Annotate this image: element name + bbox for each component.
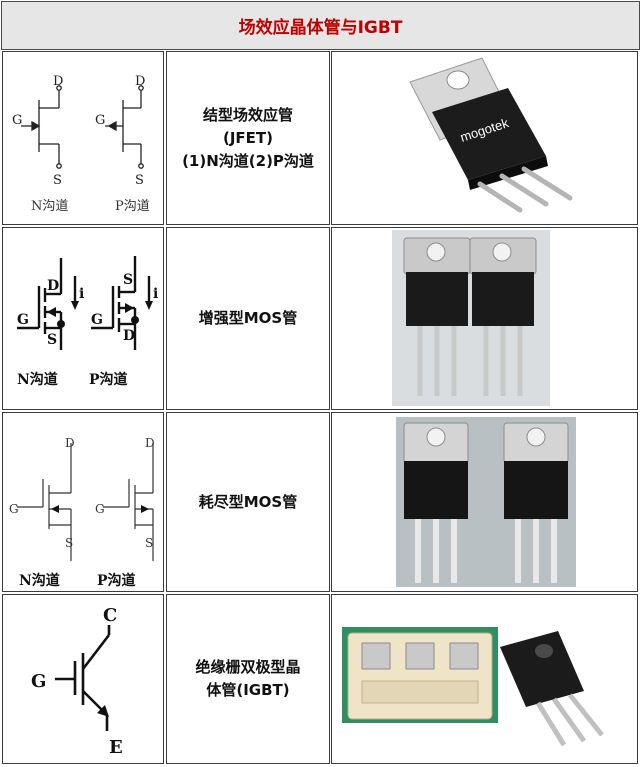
- to220-component-photo: mogotek: [409, 57, 573, 213]
- component-name-line: (1)N沟道(2)P沟道: [182, 151, 314, 170]
- depletion-mos-photo-cell: [331, 412, 638, 592]
- component-name-line: (JFET): [222, 128, 274, 147]
- pin-label-g: G: [31, 671, 46, 692]
- depletion-mos-name-cell: 耗尽型MOS管: [166, 412, 330, 592]
- pin-label-g: G: [95, 502, 105, 516]
- pin-label-d: D: [65, 436, 75, 450]
- igbt-symbol-cell: C G E: [2, 594, 164, 764]
- pin-label-s: S: [47, 332, 57, 348]
- depletion-mos-symbol-cell: D G S D G S N沟道 P沟道: [2, 412, 164, 592]
- n-channel-label: N沟道: [19, 572, 60, 589]
- igbt-photo-cell: [331, 594, 638, 764]
- pin-label-e: E: [109, 737, 123, 758]
- n-channel-label: N沟道: [31, 199, 68, 214]
- jfet-name-cell: 结型场效应管 (JFET) (1)N沟道(2)P沟道: [166, 51, 330, 225]
- pin-label-d: D: [145, 436, 155, 450]
- pin-label-s: S: [53, 173, 62, 188]
- current-label-i: i: [153, 286, 158, 302]
- pin-label-s: S: [135, 173, 144, 188]
- to220-pair-photo: [392, 230, 550, 406]
- jfet-symbol-cell: D G S D G S N沟道 P沟道: [2, 51, 164, 225]
- component-name-line: 绝缘栅双极型晶: [195, 658, 301, 676]
- component-name-line: 耗尽型MOS管: [198, 492, 298, 511]
- pin-label-s: S: [123, 272, 133, 288]
- depletion-mos-symbol-diagram: D G S D G S N沟道 P沟道: [9, 436, 155, 589]
- pin-label-s: S: [65, 536, 73, 550]
- jfet-photo-cell: mogotek: [331, 51, 638, 225]
- pin-label-d: D: [47, 278, 59, 294]
- p-channel-label: P沟道: [115, 199, 150, 214]
- current-label-i: i: [79, 286, 84, 302]
- enhancement-mos-name-cell: 增强型MOS管: [166, 227, 330, 410]
- pin-label-g: G: [95, 113, 105, 128]
- pin-label-d: D: [123, 328, 135, 344]
- enhancement-mos-symbol-cell: D S G i S D G i N沟道 P沟道: [2, 227, 164, 410]
- jfet-symbol-diagram: D G S D G S N沟道 P沟道: [12, 74, 150, 214]
- pin-label-g: G: [9, 502, 19, 516]
- pin-label-d: D: [53, 74, 63, 89]
- igbt-symbol-diagram: C G E: [31, 605, 123, 758]
- pin-label-s: S: [145, 536, 153, 550]
- component-name-line: 体管(IGBT): [206, 681, 290, 699]
- table-title: 场效应晶体管与IGBT: [1, 1, 640, 50]
- enhancement-mos-symbol-diagram: D S G i S D G i N沟道 P沟道: [17, 256, 158, 388]
- component-name-line: 结型场效应管: [202, 105, 293, 124]
- p-channel-label: P沟道: [97, 572, 136, 589]
- n-channel-label: N沟道: [17, 371, 58, 388]
- igbt-name-cell: 绝缘栅双极型晶 体管(IGBT): [166, 594, 330, 764]
- pin-label-g: G: [12, 113, 22, 128]
- p-channel-label: P沟道: [89, 371, 128, 388]
- to220-pair-photo: [396, 417, 576, 587]
- pin-label-d: D: [135, 74, 145, 89]
- component-name-line: 增强型MOS管: [198, 309, 298, 327]
- igbt-module-photo: [342, 627, 604, 747]
- pin-label-g: G: [91, 312, 103, 328]
- enhancement-mos-photo-cell: [331, 227, 638, 410]
- pin-label-c: C: [103, 605, 117, 626]
- pin-label-g: G: [17, 312, 29, 328]
